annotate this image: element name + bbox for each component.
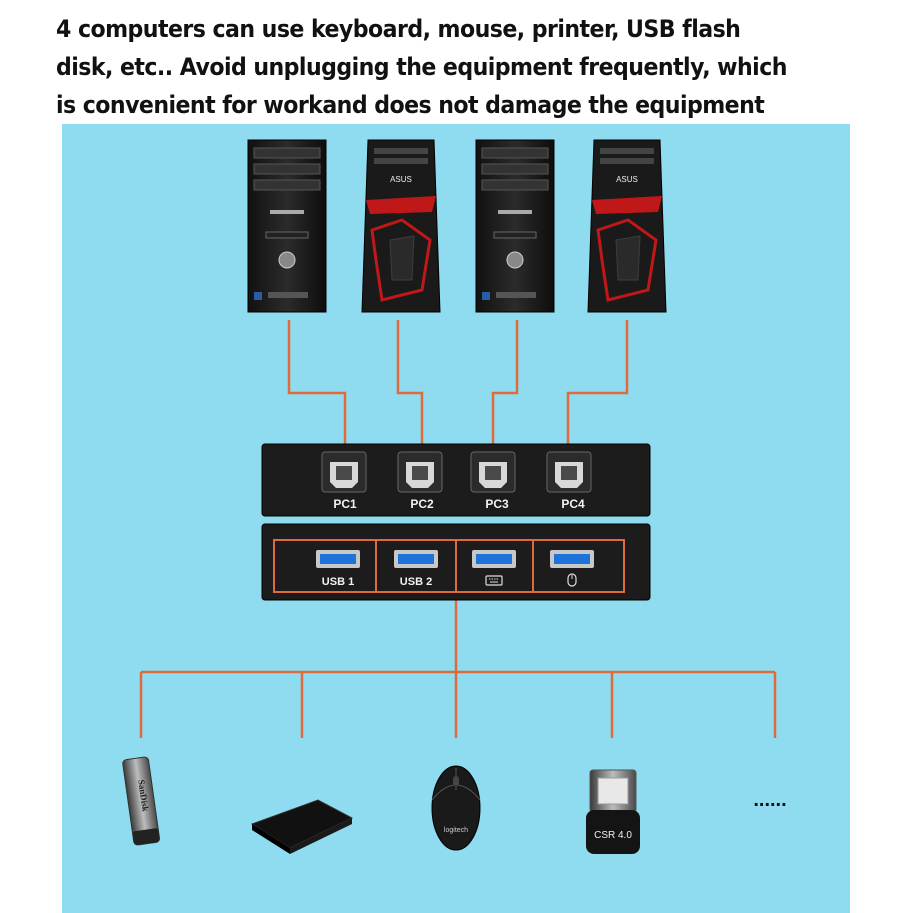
pc-port-1 bbox=[321, 451, 367, 493]
mouse-icon bbox=[567, 573, 577, 587]
external-hard-drive bbox=[250, 799, 354, 854]
usb-ports-frame bbox=[273, 539, 625, 593]
headline-line-1: 4 computers can use keyboard, mouse, pri… bbox=[56, 15, 741, 43]
pc-port-2 bbox=[397, 451, 443, 493]
usb-port-label-2: USB 2 bbox=[400, 576, 432, 588]
cable-pc3 bbox=[491, 320, 519, 452]
tower-2-badge: ASUS bbox=[390, 175, 412, 184]
pc-port-3 bbox=[470, 451, 516, 493]
more-devices-ellipsis: ...... bbox=[753, 789, 786, 811]
usb-port-1 bbox=[316, 550, 360, 568]
cable-pc1 bbox=[287, 320, 347, 452]
headline-line-3: is convenient for workand does not damag… bbox=[56, 91, 765, 119]
keyboard-icon bbox=[485, 575, 503, 586]
pc-cables bbox=[287, 320, 629, 452]
pc-port-label-1: PC1 bbox=[333, 497, 357, 511]
pc-tower-1 bbox=[247, 139, 327, 313]
bluetooth-adapter: CSR 4.0 bbox=[586, 769, 640, 854]
pc-port-label-3: PC3 bbox=[485, 497, 509, 511]
cable-pc4 bbox=[566, 320, 629, 452]
usb-port-label-1: USB 1 bbox=[322, 576, 354, 588]
headline: 4 computers can use keyboard, mouse, pri… bbox=[56, 10, 810, 124]
headline-line-2: disk, etc.. Avoid unplugging the equipme… bbox=[56, 53, 787, 81]
mouse-brand: logitech bbox=[444, 827, 468, 834]
wireless-mouse: logitech bbox=[431, 765, 481, 851]
pc-tower-3 bbox=[475, 139, 555, 313]
pc-tower-4: ASUS bbox=[587, 139, 667, 313]
pc-port-label-4: PC4 bbox=[561, 497, 585, 511]
switch-front-panel: USB 1 USB 2 bbox=[261, 523, 651, 601]
pc-port-4 bbox=[546, 451, 592, 493]
usb-flash-drive: SanDisk bbox=[122, 756, 160, 846]
adapter-label: CSR 4.0 bbox=[594, 830, 632, 841]
switch-back-panel: PC1 PC2 PC3 PC4 bbox=[261, 443, 651, 517]
cable-pc2 bbox=[396, 320, 424, 452]
usb-port-2 bbox=[394, 550, 438, 568]
pc-tower-2: ASUS bbox=[361, 139, 441, 313]
device-cables bbox=[139, 595, 777, 738]
flash-drive-brand: SanDisk bbox=[136, 779, 150, 812]
pc-port-label-2: PC2 bbox=[410, 497, 434, 511]
usb-port-mouse bbox=[550, 550, 594, 568]
usb-port-keyboard bbox=[472, 550, 516, 568]
tower-4-badge: ASUS bbox=[616, 175, 638, 184]
